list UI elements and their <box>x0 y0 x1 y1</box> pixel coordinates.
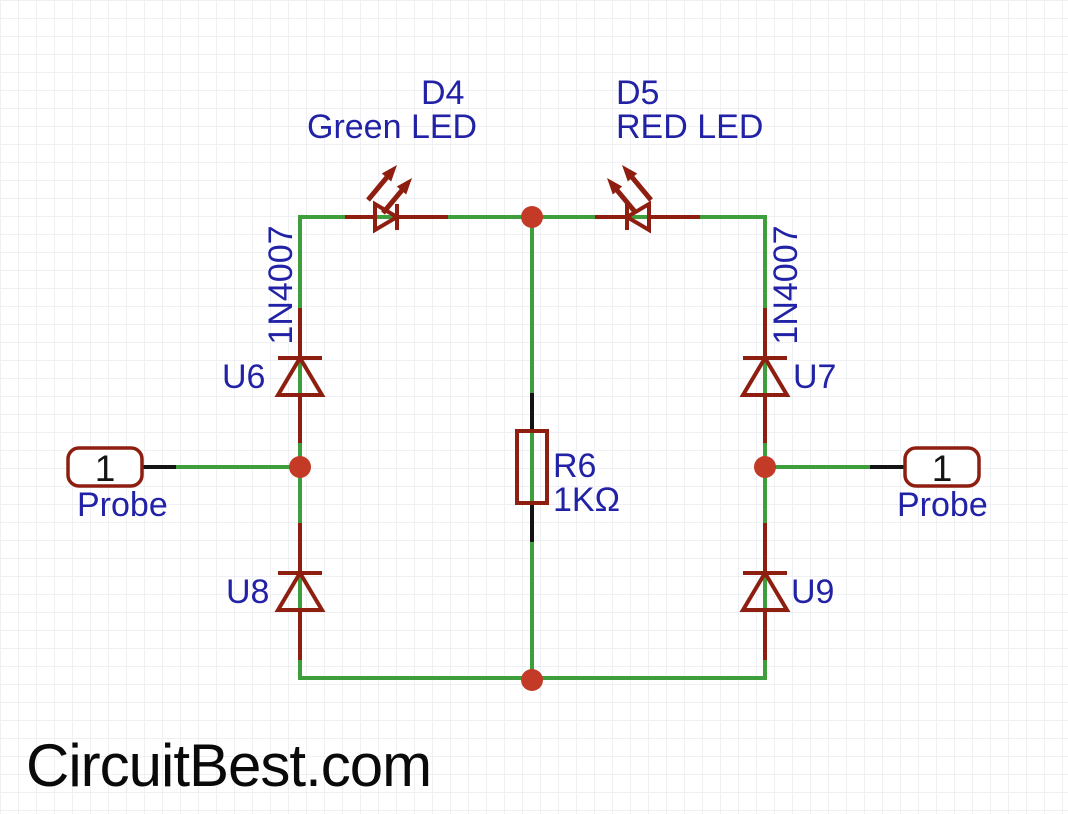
led-d4-name-label: Green LED <box>307 108 478 146</box>
component-leads <box>298 215 767 660</box>
diode-u7-part-label: 1N4007 <box>767 225 805 345</box>
black-leads <box>142 393 905 542</box>
diode-u9-symbol <box>739 569 791 612</box>
led-d5-emission-arrows-icon <box>607 165 653 215</box>
led-d4-emission-arrows-icon <box>366 165 412 215</box>
arrow-shaft <box>614 187 638 215</box>
led-d5-name-label: RED LED <box>616 108 764 146</box>
led-d5-symbol <box>607 165 653 234</box>
diode-u6-symbol <box>274 354 326 397</box>
arrow-head <box>622 165 638 182</box>
probe-left-label: Probe <box>77 486 168 524</box>
diode-u9-ref-label: U9 <box>791 573 835 611</box>
probe-left-pin-number: 1 <box>94 448 116 489</box>
probe-terminal-left <box>66 446 144 488</box>
diode-u9-triangle <box>739 569 791 612</box>
diode-u6-triangle <box>274 354 326 397</box>
led-d4-ref-label: D4 <box>421 74 465 112</box>
diode-u7-triangle <box>739 354 791 397</box>
junction-dot-top <box>521 206 543 228</box>
diode-u7-ref-label: U7 <box>793 358 837 396</box>
junction-dots <box>289 206 776 691</box>
site-watermark: CircuitBest.com <box>26 732 432 799</box>
resistor-r6-ref-label: R6 <box>553 447 597 485</box>
resistor-r6-symbol <box>515 429 549 505</box>
junction-dot-right <box>754 456 776 478</box>
diode-u6-part-label: 1N4007 <box>262 225 300 345</box>
junction-dot-bottom <box>521 669 543 691</box>
arrow-shaft <box>381 187 405 215</box>
arrow-shaft <box>366 174 390 202</box>
led-d4-symbol <box>366 165 412 234</box>
diode-u8-symbol <box>274 569 326 612</box>
led-d5-triangle <box>623 200 651 234</box>
probe-terminal-right <box>903 446 981 488</box>
diode-u8-ref-label: U8 <box>226 573 270 611</box>
led-d5-ref-label: D5 <box>616 74 660 112</box>
diode-u6-ref-label: U6 <box>222 358 266 396</box>
diode-u7-symbol <box>739 354 791 397</box>
diode-u8-triangle <box>274 569 326 612</box>
arrow-head <box>381 165 397 182</box>
arrow-shaft <box>629 174 653 202</box>
probe-right-pin-number: 1 <box>931 448 953 489</box>
resistor-r6-value-label: 1KΩ <box>553 481 621 519</box>
junction-dot-left <box>289 456 311 478</box>
arrow-head <box>607 178 623 195</box>
arrow-head <box>396 178 412 195</box>
probe-right-label: Probe <box>897 486 988 524</box>
